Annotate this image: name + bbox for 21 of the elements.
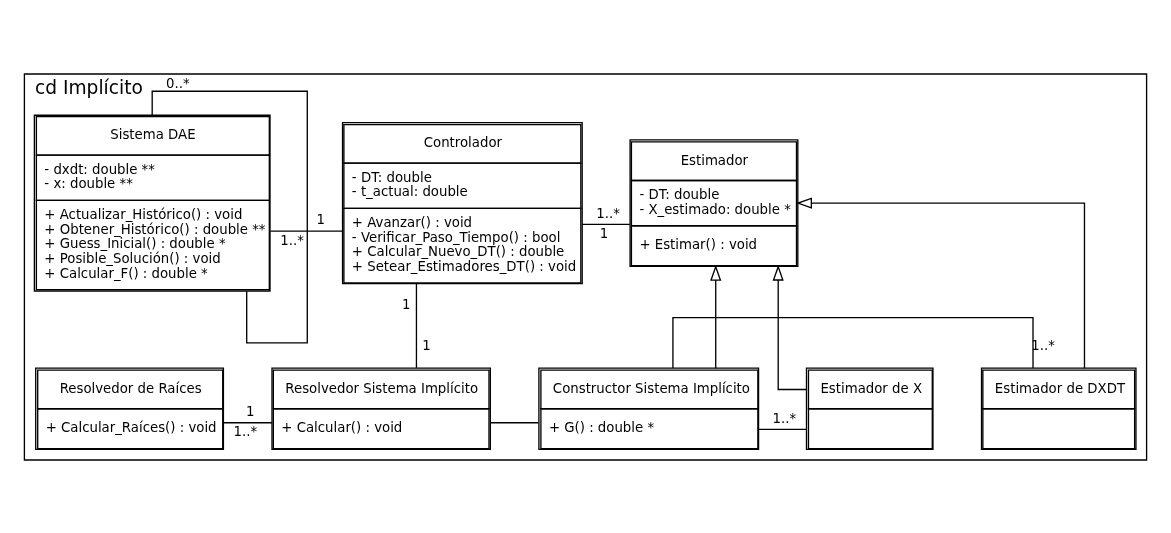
label: 1 — [599, 225, 609, 241]
connector — [581, 223, 631, 225]
label: 1 — [402, 296, 411, 312]
connector — [489, 421, 540, 423]
label: 1..* — [596, 205, 620, 221]
label: 1 — [246, 403, 255, 419]
connector — [269, 229, 344, 232]
arrow — [772, 264, 807, 390]
connector — [222, 421, 273, 423]
connector — [757, 428, 807, 430]
arrow — [710, 264, 722, 369]
connector — [151, 90, 308, 344]
label: 0..* — [166, 75, 190, 91]
label: 1 — [422, 337, 431, 353]
connector — [415, 282, 418, 369]
label: 1 — [316, 211, 326, 227]
label: 1..* — [280, 232, 304, 248]
label: 1..* — [772, 410, 797, 426]
connector — [672, 316, 1034, 369]
arrow — [796, 197, 1086, 369]
label: 1..* — [233, 423, 258, 439]
